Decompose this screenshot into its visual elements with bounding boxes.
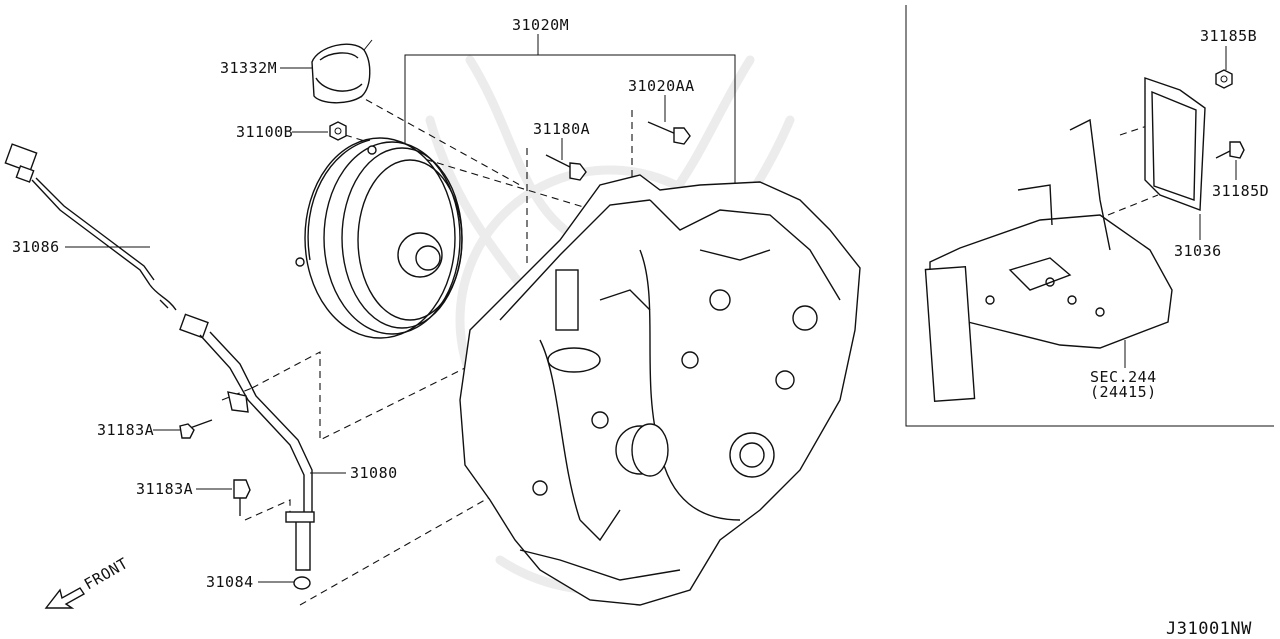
label-tcm-unit: 31036 — [1174, 242, 1222, 260]
charging-pipe — [179, 313, 315, 571]
label-section-ref-sub: (24415) — [1090, 383, 1157, 401]
label-bolt-middle: 31180A — [533, 120, 590, 138]
bracket-bolt-upper — [179, 419, 213, 439]
label-o-ring: 31084 — [206, 573, 254, 591]
bolt-middle — [545, 154, 587, 181]
label-bolt-upper: 31020AA — [628, 77, 695, 95]
torque-converter — [295, 137, 463, 339]
o-ring — [293, 576, 311, 590]
front-arrow-icon — [44, 587, 86, 609]
label-bracket-bolt-upper: 31183A — [97, 421, 154, 439]
label-drive-plate-cover: 31332M — [220, 59, 277, 77]
label-diagram-code: J31001NW — [1166, 619, 1252, 639]
bolt-tcm — [1215, 141, 1245, 159]
drive-plate-cover — [311, 39, 373, 104]
label-front: FRONT — [81, 554, 131, 593]
bracket-bolt-lower — [233, 479, 251, 516]
label-dipstick: 31086 — [12, 238, 60, 256]
tcm-unit — [1144, 77, 1206, 211]
dipstick — [4, 143, 177, 311]
label-transmission-assembly: 31020M — [512, 16, 569, 34]
label-charging-pipe: 31080 — [350, 464, 398, 482]
transmission-housing — [459, 174, 861, 606]
label-bolt-tcm: 31185D — [1212, 182, 1269, 200]
label-nut-converter: 31100B — [236, 123, 293, 141]
tcm-bracket — [924, 118, 1173, 402]
nut-tcm — [1215, 69, 1233, 89]
label-section-ref: SEC.244 — [1090, 368, 1157, 386]
nut-converter — [329, 121, 347, 141]
inset-panel — [905, 5, 1274, 427]
alignment-lines — [221, 87, 1159, 606]
label-nut-tcm: 31185B — [1200, 27, 1257, 45]
label-bracket-bolt-lower: 31183A — [136, 480, 193, 498]
bolt-upper — [647, 121, 691, 145]
